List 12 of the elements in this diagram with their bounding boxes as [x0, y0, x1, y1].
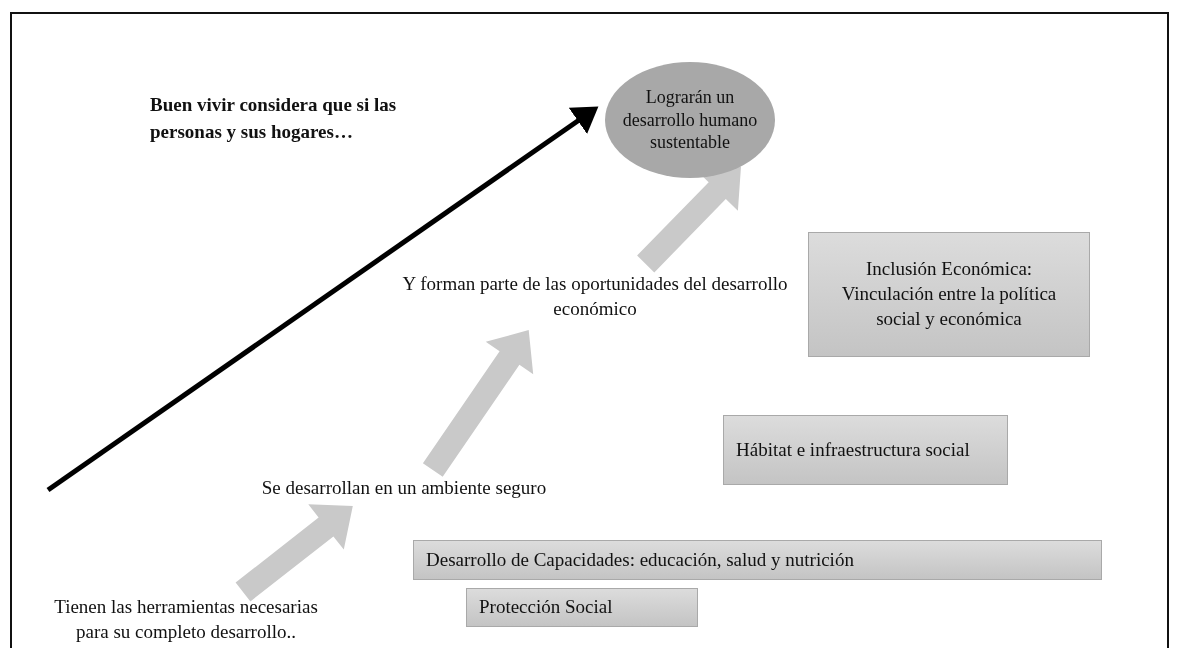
pillar-box: Hábitat e infraestructura social	[723, 415, 1008, 485]
pillar-box: Desarrollo de Capacidades: educación, salud y nutrición	[413, 540, 1102, 580]
pillar-box: Protección Social	[466, 588, 698, 627]
goal-ellipse: Lograrán un desarrollo humano sustentable	[605, 62, 775, 178]
step-text: Tienen las herramientas necesarias para su completo desarrollo..	[36, 592, 336, 648]
block-arrow	[235, 504, 353, 602]
step-text: Se desarrollan en un ambiente seguro	[244, 470, 564, 506]
heading-note: Buen vivir considera que si las personas y sus hogares…	[150, 93, 398, 144]
pillar-box: Inclusión Económica: Vinculación entre la política social y económica	[808, 232, 1090, 357]
block-arrow	[422, 330, 534, 477]
block-arrow	[637, 166, 741, 273]
step-text: Y forman parte de las oportunidades del desarrollo económico	[400, 264, 790, 330]
